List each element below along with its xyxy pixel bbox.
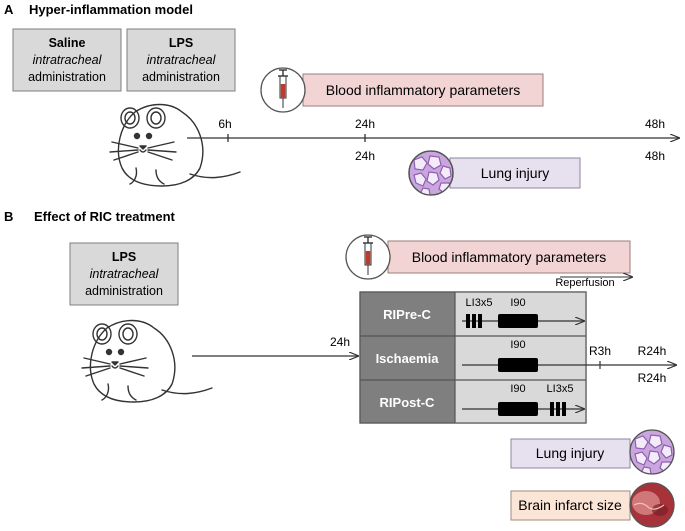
syringe-icon [260,67,306,113]
blood-parameters-a: Blood inflammatory parameters [302,73,544,107]
group-name-ischaemia: Ischaemia [376,351,440,366]
lps-box-b-line2: intratracheal [90,267,160,281]
lps-box-b-line1: LPS [112,250,136,264]
timeline-a-48h-bottom: 48h [645,149,665,163]
section-a-title: Hyper-inflammation model [29,2,193,17]
brain-infarct-label: Brain infarct size [518,497,622,513]
syringe-icon [345,234,391,280]
timeline-a-24h-top: 24h [355,117,375,131]
lps-box-a-line1: LPS [169,36,193,50]
group-row-ripost-c: RIPost-C I90 LI3x5 [380,383,584,416]
r3h-label: R3h [589,344,611,358]
timeline-a-6h: 6h [218,117,231,131]
group-row-ripre-c: RIPre-C LI3x5 I90 [383,297,584,328]
r24h-bottom-label: R24h [638,371,667,385]
timeline-b-24h: 24h [330,335,350,349]
reperfusion-label: Reperfusion [555,277,614,289]
ripost-c-label-right: LI3x5 [547,383,574,395]
rat-icon [81,319,213,403]
section-b-letter: B [4,209,13,224]
ripost-c-label-left: I90 [510,383,525,395]
lps-box-a: LPS intratracheal administration [126,28,236,92]
blood-parameters-b-label: Blood inflammatory parameters [412,249,607,265]
timeline-a-24h-bottom: 24h [355,149,375,163]
ripre-c-label-right: I90 [510,297,525,309]
ripre-c-label-left: LI3x5 [466,297,493,309]
lung-injury-b-label: Lung injury [536,445,605,461]
saline-box-line1: Saline [49,36,86,50]
lps-box-a-line3: administration [142,70,220,84]
blood-parameters-a-label: Blood inflammatory parameters [326,82,521,98]
brain-infarct-box: Brain infarct size [510,490,631,521]
brain-slice-icon [629,482,675,528]
lung-injury-b: Lung injury [510,438,631,469]
lung-tissue-icon [629,429,675,475]
timeline-a-48h-top: 48h [645,117,665,131]
lps-box-a-line2: intratracheal [147,53,217,67]
blood-parameters-b: Blood inflammatory parameters [387,240,631,274]
group-name-ripre-c: RIPre-C [383,307,431,322]
ischaemia-label-right: I90 [510,339,525,351]
section-b-title: Effect of RIC treatment [34,209,176,224]
protocol-table [359,291,587,424]
saline-box-line2: intratracheal [33,53,103,67]
lung-injury-a: Lung injury [449,157,581,189]
lung-tissue-icon [408,150,454,196]
group-name-ripost-c: RIPost-C [380,395,436,410]
saline-box: Saline intratracheal administration [12,28,122,92]
rat-icon [109,103,241,187]
lps-box-b: LPS intratracheal administration [69,242,179,306]
lps-box-b-line3: administration [85,284,163,298]
r24h-top-label: R24h [638,344,667,358]
saline-box-line3: administration [28,70,106,84]
lung-injury-a-label: Lung injury [481,165,550,181]
group-row-ischaemia: Ischaemia I90 [376,339,676,372]
section-a-letter: A [4,2,14,17]
